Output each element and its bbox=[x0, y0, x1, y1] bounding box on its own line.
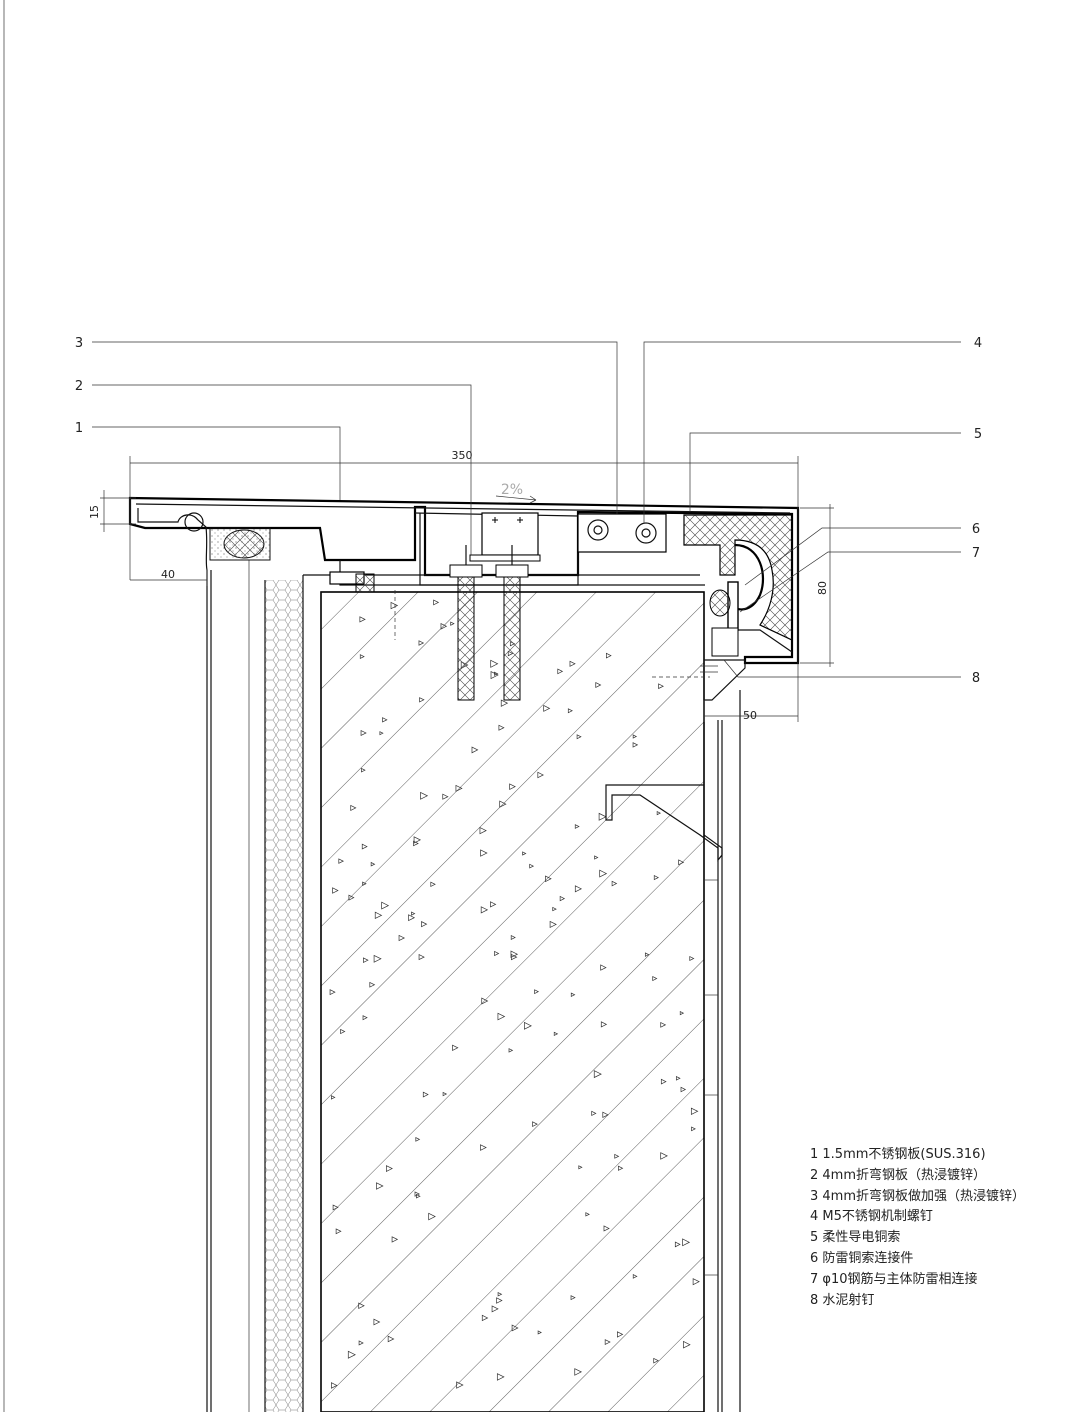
concrete-aggregate-marks bbox=[329, 599, 700, 1389]
insulation-layer bbox=[264, 575, 322, 1412]
anchor-bolts bbox=[449, 545, 529, 701]
dimension-40: 40 bbox=[161, 568, 175, 581]
callout-1: 1 bbox=[75, 421, 83, 436]
callout-2: 2 bbox=[75, 379, 83, 394]
legend-item-4: 4 M5不锈钢机制螺钉 bbox=[810, 1209, 933, 1225]
dimension-50: 50 bbox=[743, 709, 757, 722]
material-legend: 1 1.5mm不锈钢板(SUS.316) 2 4mm折弯钢板（热浸镀锌） 3 4… bbox=[810, 1145, 1025, 1311]
legend-item-1: 1 1.5mm不锈钢板(SUS.316) bbox=[810, 1147, 986, 1162]
legend-item-7: 7 φ10钢筋与主体防雷相连接 bbox=[810, 1271, 978, 1287]
callout-6: 6 bbox=[972, 522, 980, 537]
legend-item-5: 5 柔性导电铜索 bbox=[810, 1230, 901, 1246]
callout-7: 7 bbox=[972, 546, 980, 561]
callout-leaders bbox=[92, 341, 961, 678]
legend-item-2: 2 4mm折弯钢板（热浸镀锌） bbox=[810, 1167, 987, 1183]
callout-5: 5 bbox=[974, 427, 982, 442]
legend-item-3: 3 4mm折弯钢板做加强（热浸镀锌） bbox=[810, 1188, 1026, 1204]
legend-item-6: 6 防雷铜索连接件 bbox=[810, 1250, 914, 1266]
dimension-lines bbox=[100, 456, 834, 722]
slope-label: 2% bbox=[501, 482, 523, 498]
concrete-wall bbox=[320, 591, 705, 1412]
wall-bracket bbox=[605, 784, 723, 862]
dimension-350: 350 bbox=[452, 449, 473, 462]
left-cladding-panel bbox=[206, 560, 250, 1412]
dimension-15: 15 bbox=[88, 505, 101, 519]
callout-3: 3 bbox=[75, 336, 83, 351]
callout-8: 8 bbox=[972, 671, 980, 686]
dimension-80: 80 bbox=[816, 581, 829, 595]
legend-item-8: 8 水泥射钉 bbox=[810, 1292, 875, 1308]
right-cladding-panel bbox=[704, 690, 741, 1412]
callout-4: 4 bbox=[974, 336, 982, 351]
coping-assembly bbox=[128, 496, 800, 701]
